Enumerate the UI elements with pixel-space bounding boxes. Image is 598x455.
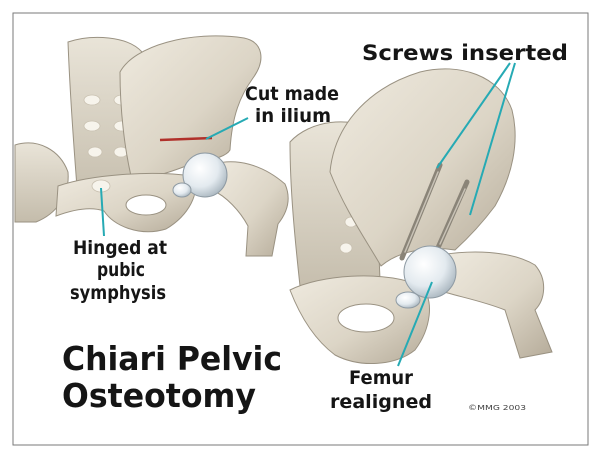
left-vertebra-marking	[84, 95, 100, 105]
cut-label-line1: Cut made	[245, 83, 339, 105]
screws-label: Screws inserted	[362, 41, 568, 65]
femur-label-line2: realigned	[330, 391, 432, 413]
left-vertebra-marking	[84, 121, 100, 131]
title-line1: Chiari Pelvic	[62, 339, 282, 378]
hinged-label-line1: Hinged at	[73, 237, 167, 259]
copyright-watermark: ©MMG 2003	[468, 404, 526, 412]
hinged-label-line3: symphysis	[70, 282, 166, 304]
cut-label-line2: in ilium	[255, 105, 331, 127]
left-acetabulum-cartilage	[173, 183, 191, 197]
left-pelvis-illustration	[15, 36, 288, 256]
right-sacral-foramen	[340, 243, 352, 253]
femur-label-line1: Femur	[349, 367, 414, 389]
right-femoral-head	[404, 246, 456, 298]
left-pubis-ischium	[56, 173, 195, 231]
left-vertebra-marking	[88, 147, 102, 157]
right-acetabulum-cartilage	[396, 292, 420, 308]
left-obturator-foramen	[126, 195, 166, 215]
title-line2: Osteotomy	[62, 376, 256, 415]
hinged-label-line2: pubic	[97, 259, 145, 281]
right-obturator-foramen	[338, 304, 394, 332]
left-ilium-wing	[120, 36, 261, 177]
